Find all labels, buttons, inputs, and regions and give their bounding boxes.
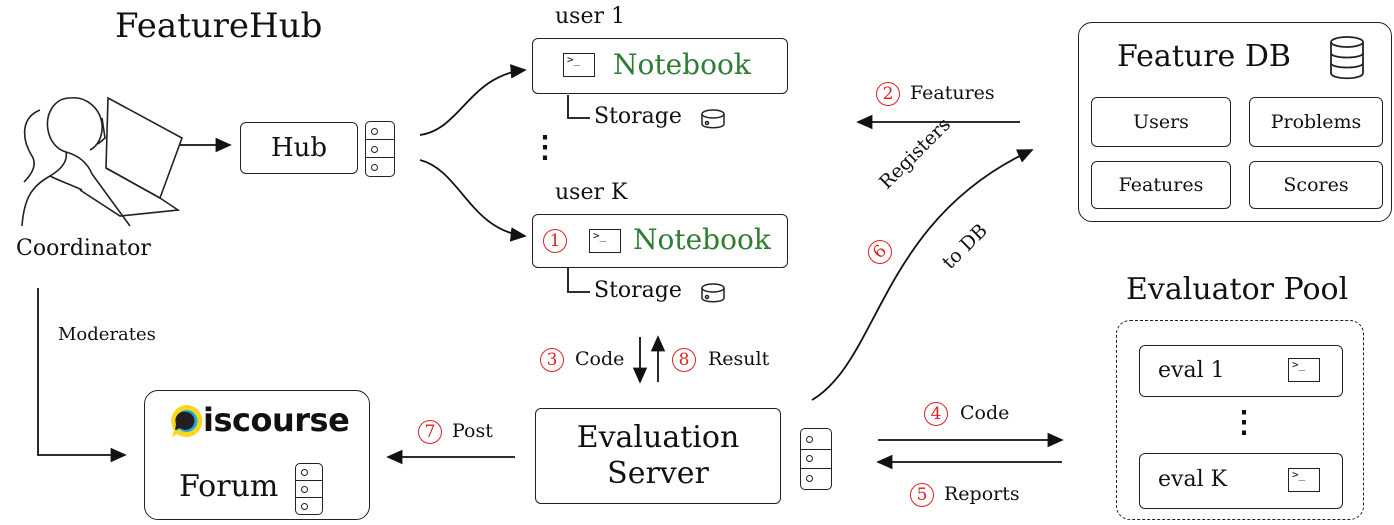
step-7-marker: 7	[418, 420, 442, 444]
user1-notebook-box[interactable]: >_ Notebook	[532, 38, 788, 94]
terminal-icon: >_	[1288, 468, 1320, 492]
step-7-label: Post	[452, 420, 493, 442]
terminal-icon: >_	[563, 53, 595, 77]
step-4-marker: 4	[924, 402, 948, 426]
db-table-label: Scores	[1283, 174, 1349, 196]
terminal-icon: >_	[589, 229, 621, 253]
user1-notebook-label: Notebook	[613, 48, 751, 81]
arrow-hub-to-user1	[419, 64, 527, 136]
storage-link-k	[567, 268, 590, 293]
user1-label: user 1	[555, 4, 625, 29]
eval-k-label: eval K	[1158, 467, 1228, 492]
step-3-label: Code	[575, 348, 625, 370]
arrow-moderates	[37, 288, 127, 463]
evaluation-server-line1: Evaluation	[576, 420, 740, 455]
userk-notebook-label: Notebook	[633, 223, 771, 256]
evaluation-server-line2: Server	[607, 456, 709, 491]
step-2-marker: 2	[876, 82, 900, 106]
evaluation-server-icon	[800, 428, 832, 490]
moderates-label: Moderates	[58, 324, 156, 345]
step-5-marker: 5	[910, 483, 934, 507]
eval-k-box[interactable]: eval K >_	[1139, 453, 1343, 509]
db-table-problems[interactable]: Problems	[1249, 97, 1383, 147]
forum-label: Forum	[179, 469, 279, 504]
coordinator-label: Coordinator	[16, 236, 151, 261]
userk-notebook-box[interactable]: 1 >_ Notebook	[532, 214, 788, 268]
arrow-register-to-db	[811, 149, 1034, 401]
db-table-users[interactable]: Users	[1091, 97, 1231, 147]
step-5-label: Reports	[944, 483, 1020, 505]
evaluation-server-box[interactable]: Evaluation Server	[535, 408, 781, 504]
page-title: FeatureHub	[115, 6, 323, 46]
storage-link-1	[567, 95, 590, 119]
database-icon	[701, 283, 725, 303]
userk-label: user K	[555, 180, 628, 205]
arrow-hub-to-userk	[419, 159, 527, 242]
step-1-marker: 1	[543, 229, 567, 253]
step-3-marker: 3	[540, 348, 564, 372]
database-icon	[1330, 36, 1364, 80]
forum-box[interactable]: iscourse Forum	[144, 390, 370, 520]
database-icon	[701, 109, 725, 129]
user1-storage-label: Storage	[594, 104, 682, 129]
db-table-label: Problems	[1270, 111, 1362, 133]
db-table-scores[interactable]: Scores	[1249, 161, 1383, 209]
eval-ellipsis: ⋮	[1229, 405, 1259, 440]
eval-1-label: eval 1	[1158, 358, 1225, 383]
db-table-label: Users	[1133, 111, 1189, 133]
discourse-brand: iscourse	[203, 401, 350, 439]
db-table-label: Features	[1118, 174, 1204, 196]
terminal-icon: >_	[1288, 358, 1320, 382]
feature-db-title: Feature DB	[1117, 39, 1291, 74]
step-4-label: Code	[960, 402, 1010, 424]
discourse-logo-icon	[171, 405, 203, 437]
hub-label: Hub	[270, 133, 328, 163]
users-ellipsis: ⋮	[530, 130, 560, 165]
step-8-label: Result	[708, 348, 770, 370]
evaluator-pool-title: Evaluator Pool	[1126, 272, 1349, 307]
step-2-label: Features	[910, 82, 995, 104]
userk-storage-label: Storage	[594, 278, 682, 303]
feature-db-box[interactable]: Feature DB Users Problems Features Score…	[1078, 22, 1392, 222]
eval-1-box[interactable]: eval 1 >_	[1139, 345, 1343, 397]
evaluator-pool-box: eval 1 >_ ⋮ eval K >_	[1116, 320, 1364, 520]
hub-box[interactable]: Hub	[240, 122, 358, 174]
step-8-marker: 8	[672, 348, 696, 372]
db-table-features[interactable]: Features	[1091, 161, 1231, 209]
forum-server-icon	[295, 463, 323, 515]
hub-server-icon	[365, 121, 395, 177]
coordinator-icon	[21, 96, 183, 227]
